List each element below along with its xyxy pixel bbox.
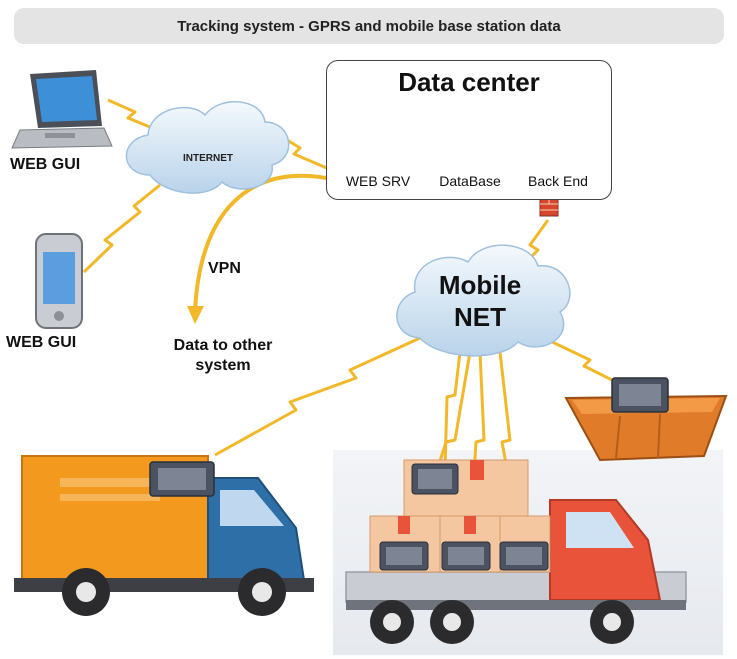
gps-tracker-device: [499, 541, 549, 571]
firewall-icon: [539, 197, 559, 217]
data-to-other-system-label: Data to other system: [173, 337, 273, 374]
web-gui-laptop-label: WEB GUI: [10, 156, 81, 173]
gps-tracker-device: [611, 377, 669, 413]
vpn-arrowhead: [187, 306, 204, 324]
vpn-arrow: [193, 173, 337, 313]
phone-icon: [35, 233, 83, 329]
skip-container: [564, 394, 728, 462]
mobile-net-label-line1: Mobile: [439, 270, 521, 300]
mobile-net-cloud: [396, 244, 571, 357]
gps-tracker-device: [441, 541, 491, 571]
data-center-box: Data center WEB SRV DataBase Back End: [326, 60, 612, 200]
backend-label: Back End: [528, 173, 588, 189]
cargo-truck: [345, 499, 687, 644]
gps-tracker-device: [411, 463, 459, 495]
vpn-label: VPN: [208, 260, 241, 277]
gps-tracker-device: [149, 461, 215, 497]
database-label: DataBase: [439, 173, 501, 189]
mobile-net-label-line2: NET: [454, 302, 506, 332]
link-mobile-van: [214, 336, 421, 457]
internet-label: INTERNET: [183, 153, 233, 164]
internet-cloud: [125, 101, 290, 194]
link-laptop-internet: [107, 98, 163, 134]
link-mobile-box-top: [443, 351, 462, 471]
web-gui-phone-label: WEB GUI: [6, 334, 77, 351]
diagram-title: Tracking system - GPRS and mobile base s…: [14, 8, 724, 44]
gps-tracker-device: [379, 541, 429, 571]
link-mobile-skip: [547, 338, 617, 384]
link-phone-internet: [82, 183, 161, 274]
laptop-icon: [11, 70, 113, 149]
data-center-title: Data center: [398, 67, 540, 97]
web-srv-label: WEB SRV: [345, 173, 411, 189]
